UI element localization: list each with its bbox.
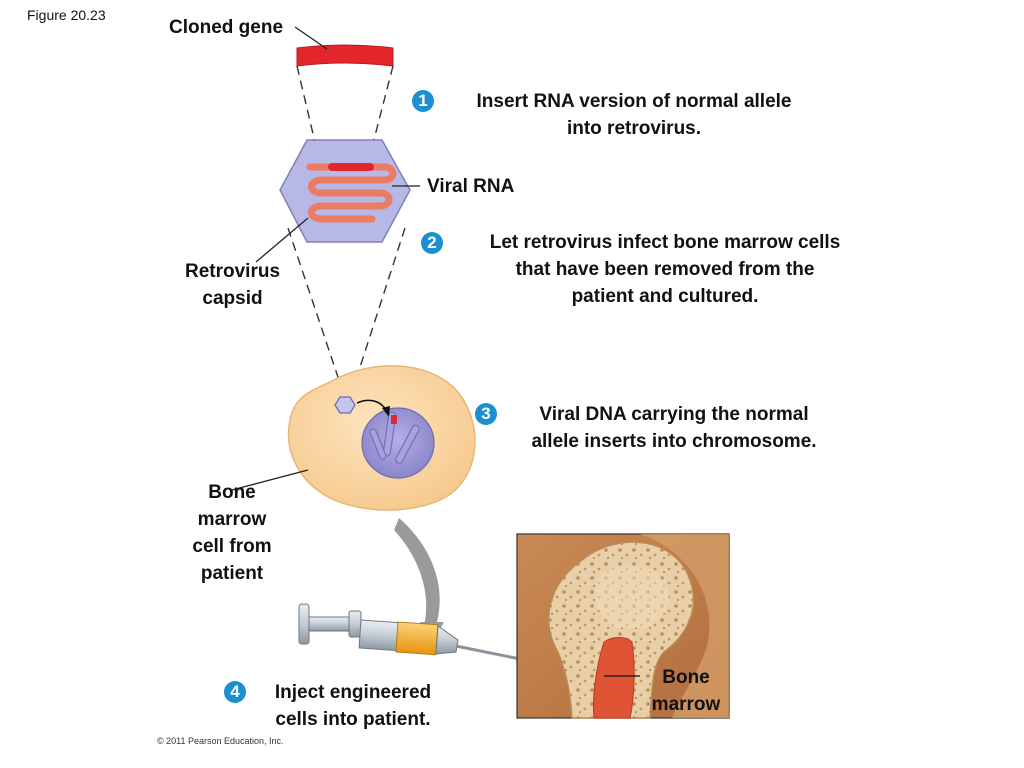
cell-leader-line <box>231 469 309 491</box>
bone-marrow-label-line: marrow <box>651 694 721 715</box>
step-line: Viral DNA carrying the normal <box>539 404 809 425</box>
capsid-leader-line <box>255 217 309 263</box>
bone-marrow-cell-label-line: Bone <box>208 482 256 503</box>
step-1-text: Insert RNA version of normal allele into… <box>440 88 828 142</box>
copyright-notice: © 2011 Pearson Education, Inc. <box>157 736 284 746</box>
step-2-badge: 2 <box>421 232 443 254</box>
viral-rna-strand <box>306 163 397 223</box>
bone-marrow-label: Bone marrow <box>640 664 732 718</box>
step-line: into retrovirus. <box>566 118 702 139</box>
infection-arrowhead <box>382 406 390 417</box>
step-line: Let retrovirus infect bone marrow cells <box>489 232 841 253</box>
retrovirus-capsid-label-line: Retrovirus <box>184 261 281 282</box>
bone-marrow-cell-label-line: patient <box>200 563 264 584</box>
step-line: Insert RNA version of normal allele <box>476 91 792 112</box>
step-3-text: Viral DNA carrying the normal allele ins… <box>500 401 848 455</box>
viral-rna-label: Viral RNA <box>427 176 515 197</box>
step-line: patient and cultured. <box>571 286 759 307</box>
chromosomes <box>369 411 420 464</box>
step-line: Inject engineered <box>274 682 432 703</box>
step-2-text: Let retrovirus infect bone marrow cells … <box>450 229 880 310</box>
cloned-gene-ribbon <box>296 44 394 67</box>
step-line: allele inserts into chromosome. <box>531 431 817 452</box>
inserted-viral-dna <box>391 415 397 424</box>
transfer-arrow <box>394 518 440 626</box>
cloned-gene-leader-line <box>294 26 328 50</box>
bone-inset <box>516 533 730 719</box>
step-line: cells into patient. <box>275 709 431 730</box>
bone-marrow-label-line: Bone <box>662 667 710 688</box>
small-virus-hexagon <box>334 396 356 414</box>
nucleus <box>361 407 435 479</box>
step-4-text: Inject engineered cells into patient. <box>254 679 452 733</box>
step-4-badge: 4 <box>224 681 246 703</box>
retrovirus-capsid-label-line: capsid <box>202 288 263 309</box>
figure-label: Figure 20.23 <box>27 7 106 23</box>
cloned-gene-label: Cloned gene <box>169 17 284 38</box>
bone-marrow-cell-label: Bone marrow cell from patient <box>170 479 294 587</box>
retrovirus-capsid-label: Retrovirus capsid <box>160 258 305 312</box>
step-3-badge: 3 <box>475 403 497 425</box>
step-line: that have been removed from the <box>515 259 815 280</box>
bone-marrow-cell-label-line: cell from <box>192 536 272 557</box>
bone-marrow-cavity <box>593 637 635 719</box>
step-1-badge: 1 <box>412 90 434 112</box>
bone-marrow-cell-label-line: marrow <box>197 509 267 530</box>
